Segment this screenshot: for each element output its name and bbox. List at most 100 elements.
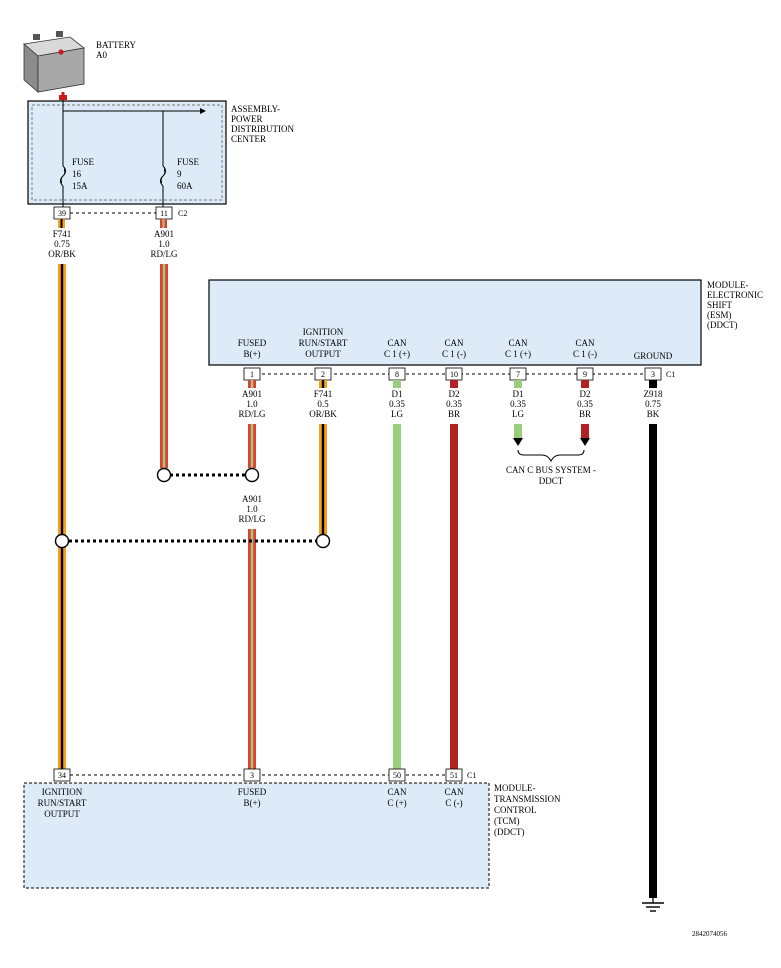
tcm-name-1: MODULE- <box>494 783 536 793</box>
svg-text:8: 8 <box>395 370 399 379</box>
fuse-16-label: FUSE <box>72 157 95 167</box>
fuse-16-num: 16 <box>72 169 82 179</box>
esm-name-5: (DDCT) <box>707 320 738 330</box>
tcm-pin34-label-3: OUTPUT <box>44 809 80 819</box>
tcm-pin50-label-2: C (+) <box>387 798 406 808</box>
tcm-pin-34: 34 <box>53 768 71 782</box>
bus-brace <box>517 449 585 463</box>
a901-esm-gauge: 1.0 <box>246 399 258 409</box>
z918-color: BK <box>647 409 660 419</box>
svg-text:51: 51 <box>450 771 458 780</box>
battery-icon <box>23 31 85 100</box>
esm-pin-3: 3 <box>644 367 662 381</box>
tcm-pin34-label-1: IGNITION <box>42 787 83 797</box>
esm-pin2-label-1: IGNITION <box>303 327 344 337</box>
esm-pin9-label-2: C 1 (-) <box>573 349 597 359</box>
f741-esm-color: OR/BK <box>309 409 337 419</box>
wire-a901-esm-upper <box>248 424 256 468</box>
esm-pin-8: 8 <box>388 367 406 381</box>
tcm-pin-50: 50 <box>388 768 406 782</box>
arrow-down-icon <box>513 438 523 446</box>
splice-a901-left <box>156 467 172 483</box>
a901-main-circuit: A901 <box>154 229 174 239</box>
esm-pin7-label-1: CAN <box>508 338 528 348</box>
tcm-name-4: (TCM) <box>494 816 520 826</box>
pdc-name-3: DISTRIBUTION <box>231 124 294 134</box>
esm-pin-2: 2 <box>314 367 332 381</box>
svg-text:3: 3 <box>651 370 655 379</box>
d2-canc-color: BR <box>579 409 591 419</box>
arrow-icon <box>200 108 206 114</box>
d2-canc-circuit: D2 <box>580 389 591 399</box>
pdc-name-2: POWER <box>231 114 263 124</box>
svg-text:39: 39 <box>58 209 66 218</box>
wire-d1-canc <box>514 424 522 438</box>
esm-pin3-label-1: GROUND <box>634 351 673 361</box>
d2-canc-gauge: 0.35 <box>577 399 593 409</box>
svg-text:50: 50 <box>393 771 401 780</box>
f741-esm-gauge: 0.5 <box>317 399 329 409</box>
a901-tcm-circuit: A901 <box>242 494 262 504</box>
splice-f741-left <box>54 533 70 549</box>
doc-number: 2842074056 <box>692 930 728 938</box>
esm-pin-9: 9 <box>576 367 594 381</box>
esm-pin10-label-1: CAN <box>444 338 464 348</box>
esm-pin1-label-1: FUSED <box>238 338 267 348</box>
wire-d1-can1 <box>393 424 401 770</box>
esm-pin8-label-1: CAN <box>387 338 407 348</box>
svg-text:11: 11 <box>160 209 168 218</box>
esm-pin1-label-2: B(+) <box>243 349 260 359</box>
pdc-name-4: CENTER <box>231 134 266 144</box>
f741-esm-circuit: F741 <box>314 389 333 399</box>
a901-esm-circuit: A901 <box>242 389 262 399</box>
a901-main-color: RD/LG <box>151 249 179 259</box>
wire-d2-canc <box>581 424 589 438</box>
esm-pin-10: 10 <box>445 367 463 381</box>
a901-tcm-gauge: 1.0 <box>246 504 258 514</box>
esm-box <box>208 279 702 366</box>
f741-main-gauge: 0.75 <box>54 239 70 249</box>
canc-bus-label-2: DDCT <box>539 476 564 486</box>
wire-a901-main <box>160 264 168 468</box>
f741-main-color: OR/BK <box>48 249 76 259</box>
splice-a901-right <box>244 467 260 483</box>
svg-text:10: 10 <box>450 370 458 379</box>
esm-pin-7: 7 <box>509 367 527 381</box>
fuse-9-rating: 60A <box>177 181 193 191</box>
d1-can1-color: LG <box>391 409 403 419</box>
fuse-9-label: FUSE <box>177 157 200 167</box>
tcm-pin51-label-1: CAN <box>444 787 464 797</box>
tcm-name-2: TRANSMISSION <box>494 794 561 804</box>
canc-bus-label-1: CAN C BUS SYSTEM - <box>506 465 596 475</box>
wire-a901-tcm <box>248 529 256 770</box>
svg-text:34: 34 <box>58 771 66 780</box>
esm-name-1: MODULE- <box>707 280 749 290</box>
esm-pin2-label-2: RUN/START <box>299 338 348 348</box>
d1-can1-circuit: D1 <box>392 389 403 399</box>
tcm-box <box>23 782 490 889</box>
tcm-pin50-label-1: CAN <box>387 787 407 797</box>
fuse-16-rating: 15A <box>72 181 88 191</box>
d1-canc-gauge: 0.35 <box>510 399 526 409</box>
svg-text:7: 7 <box>516 370 520 379</box>
tcm-name-5: (DDCT) <box>494 827 525 837</box>
d2-can1-gauge: 0.35 <box>446 399 462 409</box>
pdc-box <box>27 100 227 205</box>
wire-z918 <box>649 424 657 898</box>
splice-f741-right <box>315 533 331 549</box>
a901-tcm-color: RD/LG <box>239 514 267 524</box>
tcm-pin-51: 51 <box>445 768 463 782</box>
wire-d2-can1 <box>450 424 458 770</box>
d1-canc-circuit: D1 <box>513 389 524 399</box>
svg-text:3: 3 <box>250 771 254 780</box>
a901-main-gauge: 1.0 <box>158 239 170 249</box>
d1-can1-gauge: 0.35 <box>389 399 405 409</box>
esm-pin2-label-3: OUTPUT <box>305 349 341 359</box>
wire-f741-main <box>58 264 66 770</box>
tcm-pin-3: 3 <box>243 768 261 782</box>
svg-text:9: 9 <box>583 370 587 379</box>
tcm-pin51-label-2: C (-) <box>445 798 462 808</box>
battery-name: BATTERY <box>96 40 137 50</box>
z918-circuit: Z918 <box>644 389 663 399</box>
